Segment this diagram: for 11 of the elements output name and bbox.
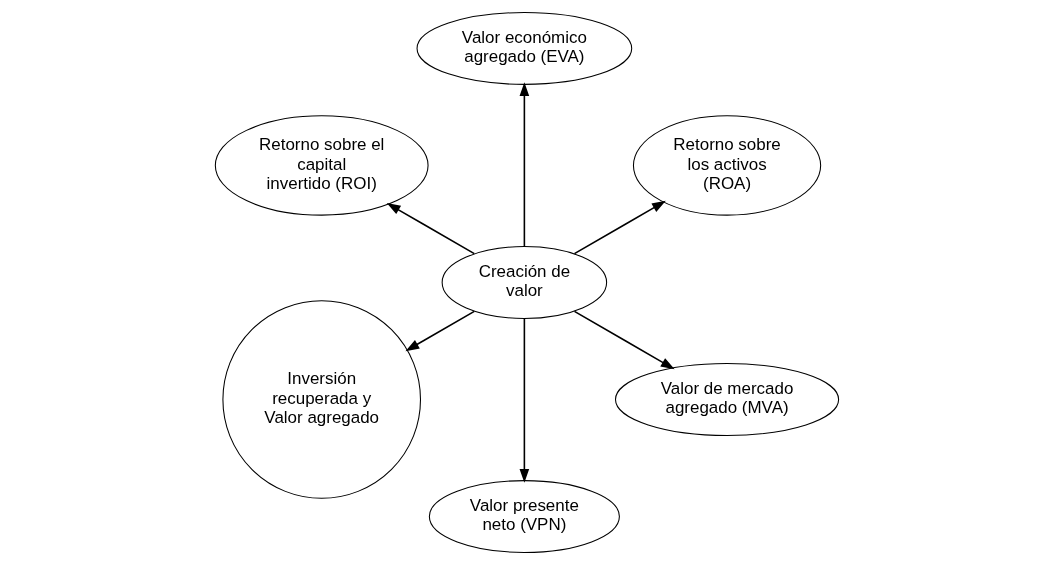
node-ellipse: Creación de valor: [441, 246, 607, 319]
node-ellipse: Retorno sobre los activos (ROA): [632, 115, 821, 216]
arrow: [573, 200, 666, 255]
arrow: [519, 82, 529, 248]
node-ellipse: Valor de mercado agregado (MVA): [614, 363, 839, 436]
arrow: [573, 310, 675, 370]
arrow: [404, 310, 475, 352]
node-ellipse: Valor económico agregado (EVA): [416, 12, 632, 85]
node-ellipse: Valor presente neto (VPN): [428, 480, 620, 553]
arrow: [386, 203, 475, 255]
arrow: [519, 317, 529, 483]
